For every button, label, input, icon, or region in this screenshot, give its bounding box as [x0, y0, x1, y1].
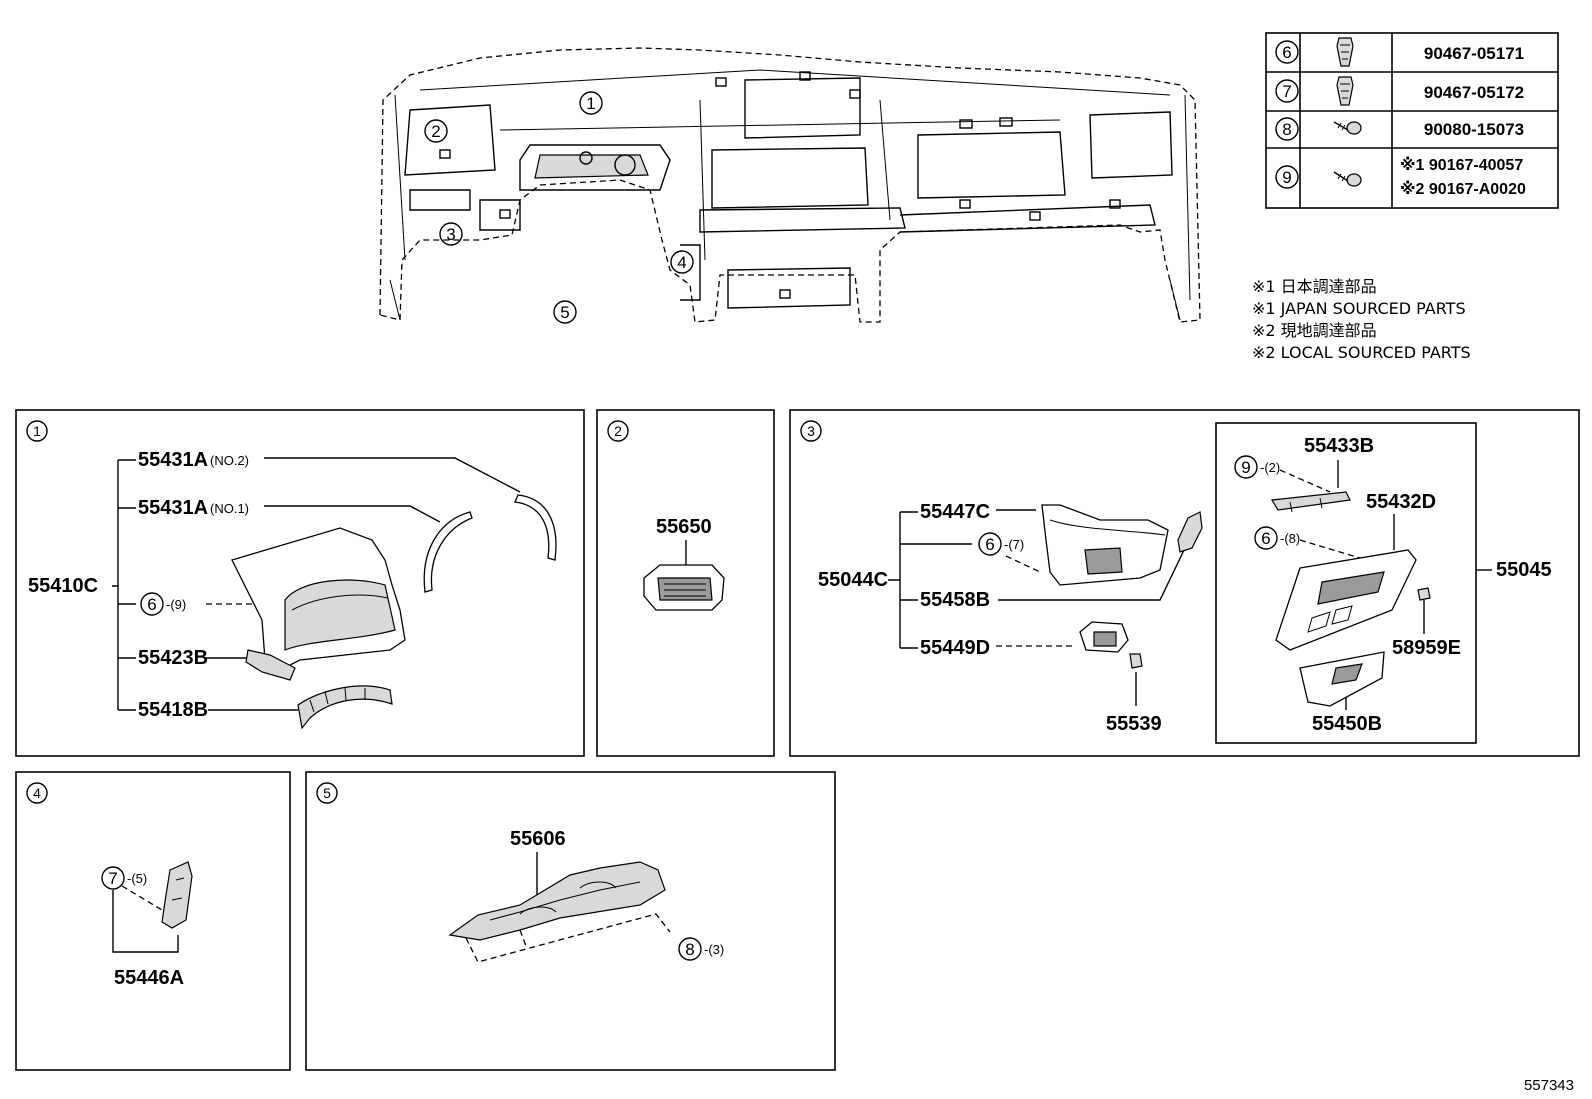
panel-2-number: 2	[614, 423, 622, 439]
trim-strip-no1	[423, 511, 473, 593]
trim-strip-no2	[514, 494, 557, 561]
panel-5: 5 55606 8 -(3)	[305, 771, 836, 1071]
label-55446a: 55446A	[114, 967, 184, 989]
fastener-row-9: 9 ※1 90167-40057 ※2 90167-A0020	[1275, 156, 1526, 198]
panel-4-number: 4	[33, 785, 41, 801]
fastener-ref-6: 6	[1282, 43, 1291, 62]
overview-callout-4: 4	[670, 250, 694, 274]
box-55450b	[1299, 651, 1385, 707]
overview-callout-4-text: 4	[677, 253, 686, 272]
clip-ref-7-panel-4: 7	[108, 869, 117, 888]
overview-callout-3-text: 3	[446, 225, 455, 244]
panel-1: 1 55431A (NO.2) 55431A (NO.1) 55410C 6 -…	[15, 409, 585, 757]
panel-3: 3 55044C 55447C 6 -(7) 55458B 55449D 555…	[789, 409, 1580, 757]
clip-ref-6-panel-3: 6	[985, 535, 994, 554]
screw-qty-panel-5: -(3)	[704, 942, 724, 957]
note-japan-jp: ※1 日本調達部品	[1252, 277, 1377, 296]
label-55458b: 55458B	[920, 589, 990, 611]
clip-55539	[1129, 653, 1143, 669]
overview-callout-2: 2	[424, 119, 448, 143]
clip-ref-6-subassembly: 6	[1261, 529, 1270, 548]
label-55447c: 55447C	[920, 501, 990, 523]
label-55423b: 55423B	[138, 647, 208, 669]
panel-4: 4 7 -(5) 55446A	[15, 771, 291, 1071]
overview-callout-2-text: 2	[431, 122, 440, 141]
label-55431a-no1-suffix: (NO.1)	[210, 501, 249, 516]
label-55418b: 55418B	[138, 699, 208, 721]
fastener-ref-9: 9	[1282, 168, 1291, 187]
clip-qty-panel-1: -(9)	[166, 597, 186, 612]
fastener-part-9-japan: ※1 90167-40057	[1400, 156, 1523, 174]
overview-callout-1: 1	[579, 91, 603, 115]
fastener-part-7: 90467-05172	[1424, 83, 1524, 102]
label-55431a-no2: 55431A	[138, 449, 208, 471]
clip-58959e	[1417, 587, 1431, 601]
note-japan-en: ※1 JAPAN SOURCED PARTS	[1252, 299, 1466, 318]
label-55433b: 55433B	[1304, 435, 1374, 457]
cluster-finish-panel	[231, 527, 406, 671]
label-55431a-no1: 55431A	[138, 497, 208, 519]
note-local-en: ※2 LOCAL SOURCED PARTS	[1252, 343, 1471, 362]
column-cover-55418b	[297, 685, 393, 730]
clip-qty-panel-4: -(5)	[127, 871, 147, 886]
overview-callout-1-text: 1	[586, 94, 595, 113]
overview-callout-3: 3	[439, 222, 463, 246]
sourcing-notes: ※1 日本調達部品 ※1 JAPAN SOURCED PARTS ※2 現地調達…	[1252, 277, 1471, 362]
label-55606: 55606	[510, 828, 566, 850]
lower-bracket-55423b	[245, 649, 296, 681]
overview-callout-5: 5	[553, 300, 577, 324]
panel-3-number: 3	[807, 423, 815, 439]
clip-icon	[1336, 37, 1354, 67]
panel-1-number: 1	[33, 423, 41, 439]
label-58959e: 58959E	[1392, 637, 1461, 659]
label-55450b: 55450B	[1312, 713, 1382, 735]
note-local-jp: ※2 現地調達部品	[1252, 321, 1377, 340]
screw-ref-9-panel-3: 9	[1241, 458, 1250, 477]
overview-callout-5-text: 5	[560, 303, 569, 322]
fastener-row-7: 7 90467-05172	[1275, 76, 1524, 106]
label-55044c: 55044C	[818, 569, 888, 591]
screw-icon	[1333, 121, 1362, 135]
bracket-55433b	[1271, 491, 1351, 513]
fastener-row-6: 6 90467-05171	[1275, 37, 1524, 67]
panel-2: 2 55650	[596, 409, 775, 757]
switch-55449d	[1079, 621, 1129, 653]
fastener-part-9-local: ※2 90167-A0020	[1400, 180, 1526, 198]
label-55650: 55650	[656, 516, 712, 538]
bracket-55458b	[1177, 511, 1203, 553]
fastener-table: 6 90467-05171 7 90467-05172 8	[1265, 32, 1559, 209]
label-55432d: 55432D	[1366, 491, 1436, 513]
clip-icon	[1336, 76, 1354, 106]
fastener-ref-8: 8	[1282, 120, 1291, 139]
clip-qty-subassembly: -(8)	[1280, 531, 1300, 546]
label-55539: 55539	[1106, 713, 1162, 735]
figure-number: 557343	[1524, 1077, 1574, 1094]
fastener-part-6: 90467-05171	[1424, 44, 1524, 63]
clip-ref-6-panel-1: 6	[147, 595, 156, 614]
screw-qty-panel-3: -(2)	[1260, 460, 1280, 475]
label-55410c: 55410C	[28, 575, 98, 597]
label-55045: 55045	[1496, 559, 1552, 581]
subassembly-55045-box	[1215, 422, 1477, 744]
side-cover-55446a	[161, 861, 193, 929]
panel-55432d	[1275, 549, 1417, 651]
lower-panel-55447c	[1041, 504, 1169, 586]
label-55449d: 55449D	[920, 637, 990, 659]
panel-5-number: 5	[323, 785, 331, 801]
fastener-row-8: 8 90080-15073	[1275, 117, 1524, 141]
fastener-ref-7: 7	[1282, 82, 1291, 101]
screw-ref-8-panel-5: 8	[685, 940, 694, 959]
screw-icon	[1333, 171, 1362, 187]
center-vent-55650	[643, 564, 725, 611]
label-55431a-no2-suffix: (NO.2)	[210, 453, 249, 468]
clip-qty-panel-3: -(7)	[1004, 537, 1024, 552]
under-cover-55606	[448, 861, 666, 941]
dashboard-overview	[379, 47, 1201, 323]
fastener-part-8: 90080-15073	[1424, 120, 1524, 139]
